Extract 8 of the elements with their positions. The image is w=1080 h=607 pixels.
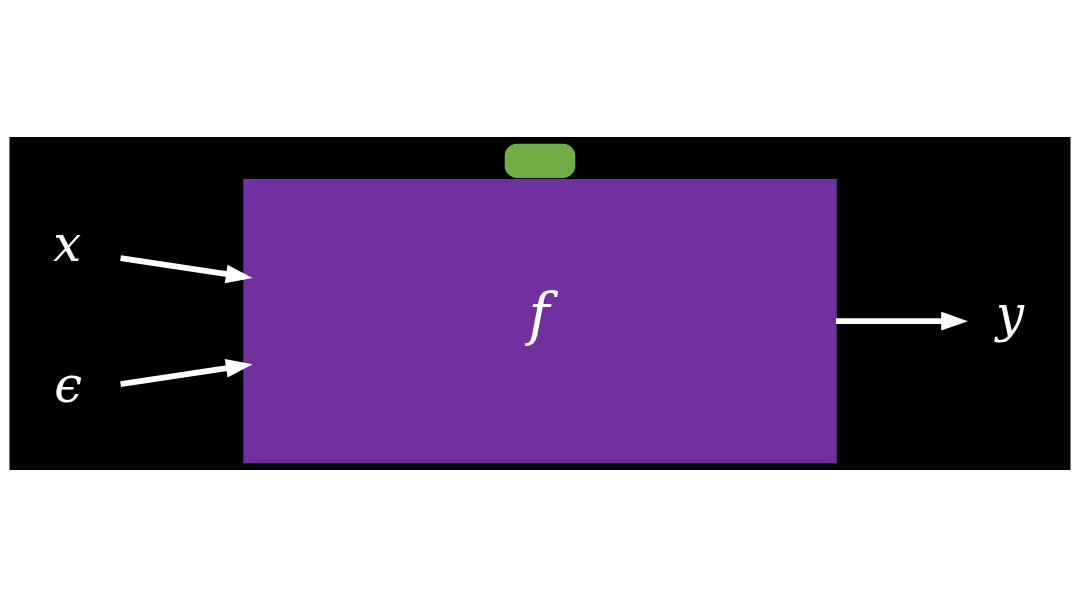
arrow [120,358,253,388]
node-box [504,143,576,179]
arrow [836,311,968,331]
node-text: x [53,214,82,273]
arrow [120,255,253,284]
node-box: f [243,179,837,464]
node-text: ϵ [54,355,83,414]
node-text: y [996,285,1025,344]
